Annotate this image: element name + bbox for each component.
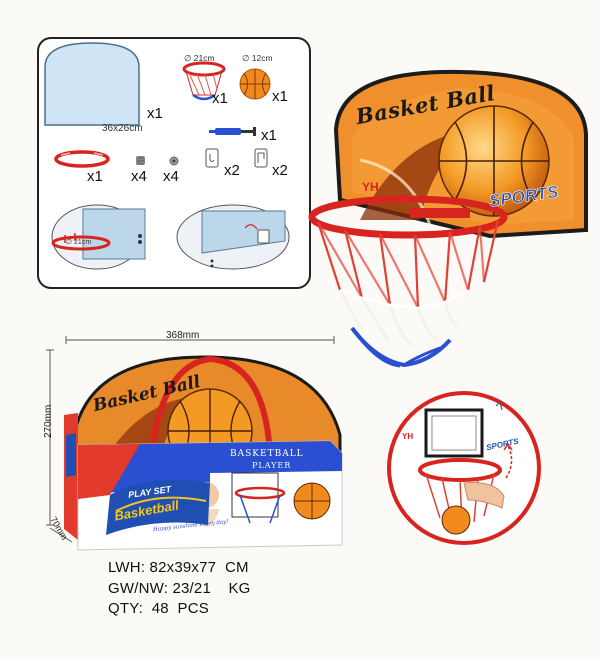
rim-count: x1 bbox=[87, 168, 103, 185]
install-detail-circle bbox=[387, 391, 541, 545]
pump-part-icon bbox=[209, 127, 256, 136]
anchor-part-icon bbox=[169, 156, 179, 166]
hook-b-count: x2 bbox=[272, 162, 288, 179]
parts-illustrations bbox=[44, 42, 290, 270]
ball-part-icon bbox=[239, 68, 271, 100]
install-step-hook-icon bbox=[176, 204, 290, 270]
ball-diameter: ∅ 12cm bbox=[242, 53, 273, 63]
hook-a-part-icon bbox=[205, 148, 219, 168]
screw-count: x4 bbox=[131, 168, 147, 185]
hoop-rim bbox=[308, 195, 508, 239]
box-width-label: 368mm bbox=[166, 330, 200, 341]
hook-b-part-icon bbox=[254, 148, 268, 168]
hoop-count: x1 bbox=[212, 90, 228, 107]
spec-qty: QTY: 48 PCS bbox=[108, 600, 209, 617]
backboard-size: 36x26cm bbox=[102, 123, 143, 134]
brand-logo: YH bbox=[362, 180, 379, 194]
hook-a-count: x2 bbox=[224, 162, 240, 179]
dimension-guides bbox=[46, 336, 335, 543]
install-step-rim-icon bbox=[51, 204, 146, 270]
install-rim-diameter: ∅ 21cm bbox=[66, 239, 92, 246]
box-panel-sub: PLAYER bbox=[252, 461, 292, 470]
backboard-part-icon bbox=[44, 42, 140, 126]
spec-lwh: LWH: 82x39x77 CM bbox=[108, 559, 249, 576]
spec-gw-nw: GW/NW: 23/21 KG bbox=[108, 580, 251, 597]
backboard-count: x1 bbox=[147, 105, 163, 122]
hoop-net bbox=[316, 219, 500, 368]
screw-part-icon bbox=[136, 156, 145, 165]
box-panel-title: BASKETBALL bbox=[230, 449, 304, 459]
box-height-label: 270mm bbox=[43, 404, 54, 438]
product-hoop-illustration bbox=[308, 69, 588, 368]
backboard-ball-icon bbox=[438, 105, 550, 217]
hoop-net-part-icon bbox=[182, 61, 226, 101]
packaging-box bbox=[64, 355, 343, 551]
pump-count: x1 bbox=[261, 127, 277, 144]
detail-brand-logo: YH bbox=[402, 432, 414, 441]
hoop-diameter: ∅ 21cm bbox=[184, 53, 215, 63]
ball-count: x1 bbox=[272, 88, 288, 105]
rim-part-icon bbox=[54, 150, 110, 168]
anchor-count: x4 bbox=[163, 168, 179, 185]
